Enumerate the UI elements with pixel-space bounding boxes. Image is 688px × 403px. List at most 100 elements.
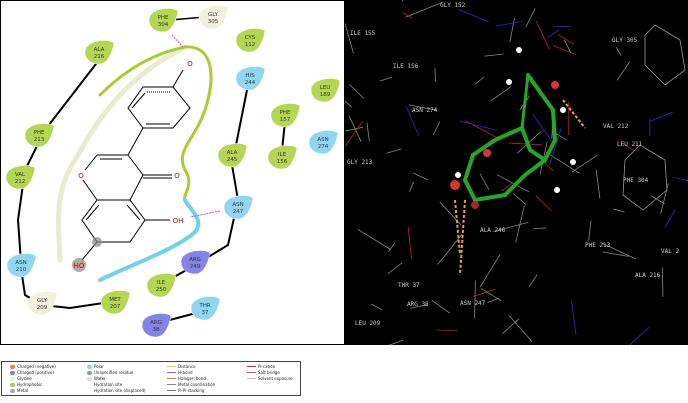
residue-shape (310, 78, 341, 103)
legend-label: Water (94, 376, 106, 381)
legend-swatch-icon (167, 365, 176, 368)
residue-name: ASN (232, 202, 243, 208)
ligand-3d (462, 73, 558, 203)
legend-item: Salt bridge (247, 370, 280, 375)
legend-swatch-icon (10, 388, 15, 393)
residue-shape (235, 66, 266, 91)
residue-number: 274 (318, 144, 329, 150)
residue-name: GLY (37, 298, 48, 304)
legend-label: Solvent exposure (258, 376, 293, 381)
residue-name: PHE (158, 15, 169, 21)
residue-label-3d: GLY 213 (347, 159, 373, 166)
legend-label: Hydration site (displaced) (94, 388, 146, 393)
legend-swatch-icon (247, 365, 256, 368)
residue-label-3d: ALA 246 (480, 227, 506, 234)
residue-label-3d: GLY 305 (612, 37, 638, 44)
residue-shape (27, 291, 58, 316)
legend-swatch-icon (167, 371, 176, 374)
residue-shape (198, 5, 229, 30)
legend: Charged (negative)Charged (positive)Glyc… (1, 361, 301, 396)
legend-swatch-icon (247, 371, 256, 374)
ligand-atoms (450, 47, 576, 209)
residue-shape (84, 40, 115, 65)
residue-name: VAL (15, 172, 26, 178)
legend-swatch-icon (10, 364, 15, 369)
atom-ho: HO (74, 262, 85, 270)
residue-label-3d: GLY 152 (440, 2, 466, 9)
residue-shape (270, 103, 301, 128)
legend-label: Metal (17, 388, 29, 393)
legend-item: Solvent exposure (247, 376, 293, 381)
legend-item: Hydrophobic (10, 382, 42, 387)
residue-shape (100, 290, 131, 315)
legend-item: Pi-Pi stacking (167, 388, 204, 393)
residue-number: 210 (16, 267, 27, 273)
legend-label: Pi-Pi stacking (178, 388, 205, 393)
residues: PHE304GLY305CYS112ALA216HIS244LEU189PHE1… (5, 5, 341, 338)
residue-name: PHE (34, 130, 45, 136)
legend-swatch-icon (167, 389, 176, 392)
residue-shape (217, 143, 248, 168)
residue-number: 38 (153, 327, 160, 333)
solvent-exposure-marker (92, 237, 102, 247)
legend-label: Charged (positive) (17, 370, 54, 375)
legend-label: Hydrophobic (17, 382, 43, 387)
residue-shape (223, 195, 254, 220)
residue-label-3d: ASN 274 (412, 107, 438, 114)
residue-label-3d: ILE 156 (393, 63, 419, 70)
residue-name: MET (109, 297, 121, 303)
legend-swatch-icon (10, 376, 15, 381)
residue-number: 247 (233, 209, 244, 215)
legend-item: Glycine (10, 376, 32, 381)
residue-shape (190, 296, 221, 321)
legend-label: Charged (negative) (17, 364, 56, 369)
residue-name: THR (198, 303, 210, 309)
legend-label: Salt bridge (258, 370, 280, 375)
residue-name: ALA (227, 150, 238, 156)
legend-swatch-icon (167, 377, 176, 380)
legend-label: Distance (178, 364, 196, 369)
hbond-arrows (171, 34, 221, 218)
residue-shape (235, 28, 266, 53)
legend-item: Pi-cation (247, 364, 275, 369)
atom-o-keto: O (174, 172, 180, 180)
residue-name: ILE (157, 280, 166, 286)
legend-item: Distance (167, 364, 196, 369)
residue-number: 37 (202, 310, 209, 316)
residue-label-3d: ALA 216 (635, 272, 661, 279)
residue-label-3d: VAL 212 (603, 123, 629, 130)
legend-item: Metal (10, 388, 28, 393)
legend-swatch-icon (10, 370, 15, 375)
residue-name: ILE (278, 152, 287, 158)
residue-number: 157 (280, 117, 291, 123)
residue-name: GLY (208, 12, 219, 18)
legend-item: Hydration site (87, 382, 122, 387)
residue-label-3d: PHE 213 (585, 242, 611, 249)
legend-label: Halogen bond (178, 376, 206, 381)
atom-oh: OH (173, 217, 184, 225)
residue-number: 244 (245, 80, 256, 86)
residue-name: PHE (280, 110, 291, 116)
residue-shape (146, 273, 177, 298)
